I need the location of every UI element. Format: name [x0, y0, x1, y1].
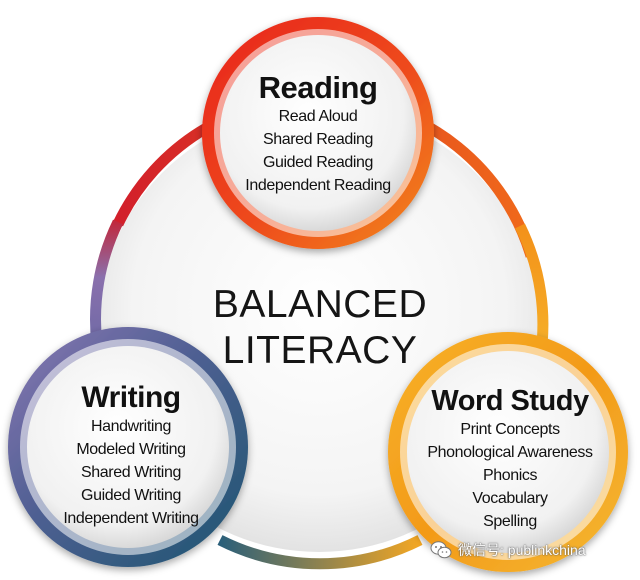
writing-item: Modeled Writing: [76, 440, 186, 458]
center-label: BALANCED LITERACY: [190, 282, 450, 374]
writing-title: Writing: [81, 380, 181, 414]
word-study-title: Word Study: [431, 384, 589, 417]
word-study-item: Phonological Awareness: [427, 443, 593, 461]
reading-item: Guided Reading: [262, 154, 374, 171]
center-label-line-1: BALANCED: [212, 283, 428, 326]
reading-item: Shared Reading: [262, 131, 374, 148]
word-study-circle: [388, 332, 628, 572]
writing-item: Guided Writing: [81, 486, 181, 504]
writing-node: Writing Handwriting Modeled Writing Shar…: [38, 370, 224, 540]
rim-arc-bottom: [217, 535, 423, 570]
watermark-text: 微信号: publinkchina: [458, 542, 586, 558]
word-study-node: Word Study Print Concepts Phonological A…: [410, 378, 610, 538]
reading-node: Reading Read Aloud Shared Reading Guided…: [232, 64, 404, 204]
writing-item: Independent Writing: [63, 509, 199, 527]
writing-item: Shared Writing: [81, 463, 181, 481]
reading-circle: [202, 17, 434, 249]
word-study-item: Phonics: [482, 466, 538, 484]
word-study-item: Print Concepts: [460, 420, 560, 438]
center-label-line-2: LITERACY: [222, 329, 418, 372]
word-study-item: Spelling: [483, 512, 537, 530]
watermark: 微信号: publinkchina: [430, 538, 586, 562]
writing-circle: [8, 327, 248, 567]
writing-item: Handwriting: [90, 417, 172, 435]
reading-item: Independent Reading: [245, 177, 391, 194]
wechat-icon: [430, 541, 452, 559]
reading-item: Read Aloud: [278, 108, 358, 125]
word-study-item: Vocabulary: [472, 489, 548, 507]
reading-title: Reading: [258, 70, 378, 105]
